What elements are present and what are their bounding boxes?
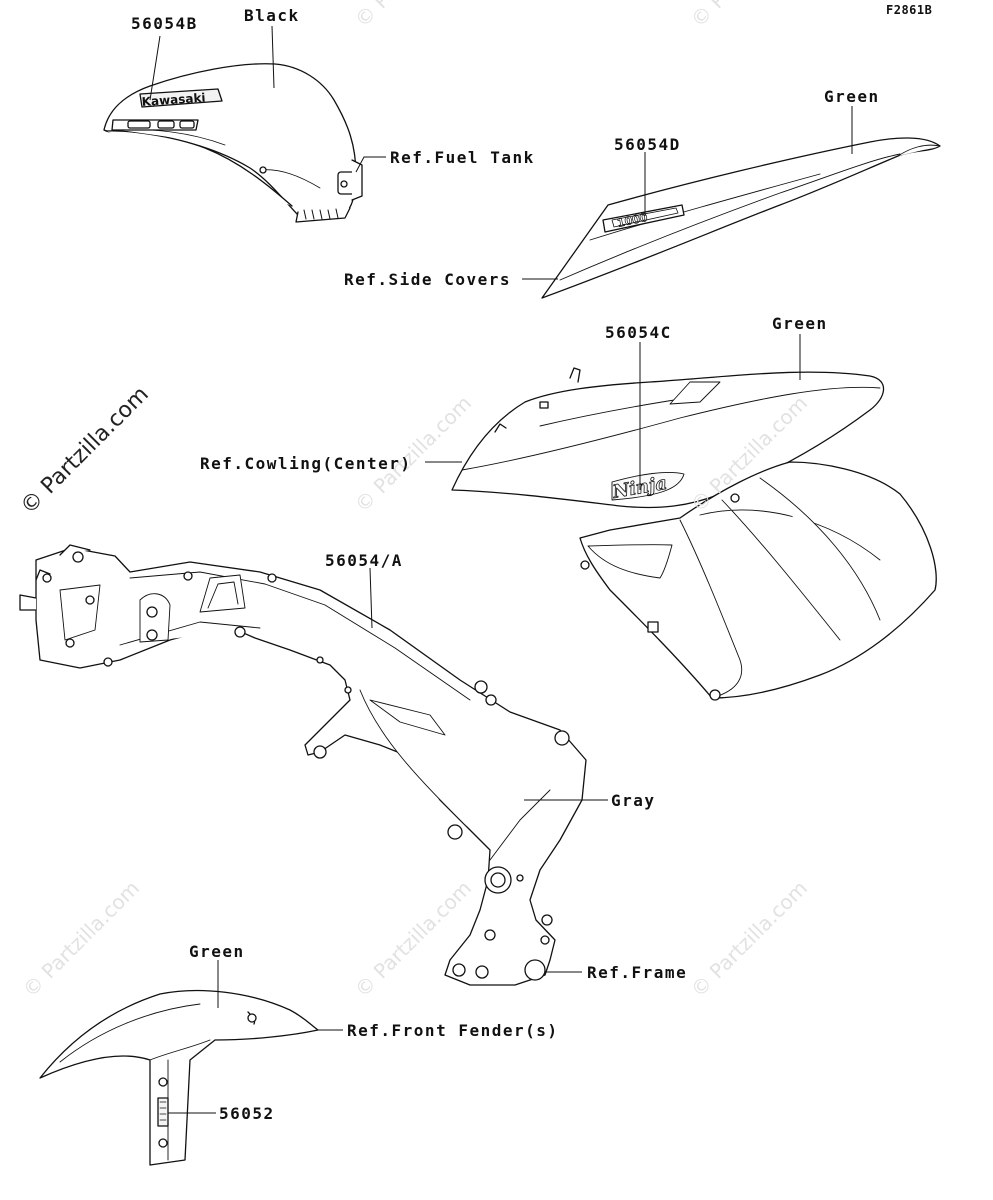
side-cover-part-number: 56054D xyxy=(614,135,681,154)
fender-color-label: Green xyxy=(189,942,245,961)
tank-reference-label: Ref.Fuel Tank xyxy=(390,148,535,167)
frame-color-label: Gray xyxy=(611,791,656,810)
leader-lines xyxy=(149,25,853,1114)
tank-part-number: 56054B xyxy=(131,14,198,33)
fuel-tank-drawing: Kawasaki xyxy=(104,64,362,222)
tank-lower-badge xyxy=(112,120,198,130)
frame-reference-label: Ref.Frame xyxy=(587,963,688,982)
figure-code: F2861B xyxy=(886,3,933,17)
center-cowling-drawing: Ninja xyxy=(452,368,884,508)
tank-color-label: Black xyxy=(244,6,300,25)
cowl-color-label: Green xyxy=(772,314,828,333)
side-fairing-drawing xyxy=(580,462,936,700)
side-cover-color-label: Green xyxy=(824,87,880,106)
fender-reference-label: Ref.Front Fender(s) xyxy=(347,1021,559,1040)
tank-mount-bracket xyxy=(260,160,362,200)
tank-striping xyxy=(304,209,338,219)
front-fender-drawing xyxy=(40,991,318,1165)
side-cover-reference-label: Ref.Side Covers xyxy=(344,270,511,289)
tank-logo-decal: Kawasaki xyxy=(140,89,222,109)
frame-drawing xyxy=(20,545,586,985)
fender-part-number: 56052 xyxy=(219,1104,275,1123)
frame-part-number: 56054/A xyxy=(325,551,403,570)
side-cover-drawing: 1000 xyxy=(542,138,940,298)
cowl-reference-label: Ref.Cowling(Center) xyxy=(200,454,412,473)
tank-logo-text: Kawasaki xyxy=(141,91,206,109)
cowl-part-number: 56054C xyxy=(605,323,672,342)
